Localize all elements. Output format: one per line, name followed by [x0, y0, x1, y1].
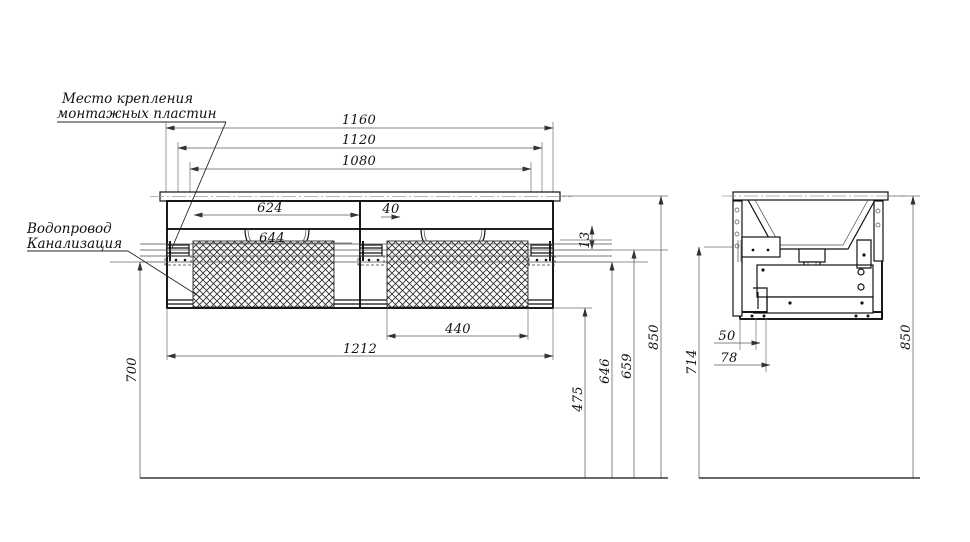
- dim-78-label: 78: [720, 351, 737, 366]
- dim-624-label: 624: [257, 201, 283, 216]
- dim-646-label: 646: [598, 358, 613, 384]
- dim-1080-label: 1080: [342, 154, 376, 169]
- plumbing-lines: [140, 243, 612, 263]
- dim-644-label: 644: [259, 231, 285, 246]
- plumbing-line1: Водопровод: [26, 221, 112, 237]
- mounting-plates-line1: Место крепления: [61, 91, 193, 107]
- dim-700-group: 700: [110, 261, 155, 478]
- annotation-mounting-plates: Место крепления монтажных пластин: [57, 91, 227, 249]
- dim-850-front-label: 850: [647, 324, 662, 350]
- dim-475-label: 475: [571, 386, 586, 413]
- dim-644-group: 644: [196, 231, 352, 246]
- dim-1160-group: 1160: [165, 113, 554, 131]
- side-wall-rail: [732, 200, 743, 317]
- dim-440-group: 440: [386, 308, 529, 340]
- dim-700-label: 700: [125, 357, 140, 383]
- dim-714-label: 714: [685, 349, 700, 375]
- dim-1120-label: 1120: [342, 133, 376, 148]
- side-view-group: 50 78 714 850: [685, 191, 920, 479]
- dim-78-group: 78: [714, 318, 771, 372]
- dim-850-front-group: 850: [647, 195, 664, 478]
- dim-659-group: 659: [620, 249, 637, 478]
- dim-1080-group: 1080: [189, 154, 532, 172]
- front-vertical-dim-extensions: [560, 195, 668, 263]
- dim-40-group: 40: [381, 202, 401, 220]
- side-bottom-fixings: [750, 314, 870, 318]
- countertop: [150, 191, 572, 202]
- dim-850-side-label: 850: [899, 324, 914, 350]
- dim-475-group: 475: [553, 307, 592, 478]
- dim-646-group: 646: [598, 261, 615, 478]
- dim-13-group: 13: [578, 225, 595, 250]
- mounting-plates-line2: монтажных пластин: [57, 106, 217, 122]
- dim-40-label: 40: [381, 202, 399, 217]
- dim-50-label: 50: [718, 329, 735, 344]
- side-drawer-upper: [756, 264, 874, 298]
- dim-1160-label: 1160: [342, 113, 376, 128]
- side-countertop: [722, 191, 906, 201]
- plumbing-line2: Канализация: [26, 236, 122, 252]
- side-plumbing-box: [737, 236, 781, 262]
- dim-50-group: 50: [714, 318, 761, 350]
- dim-13-label: 13: [578, 231, 593, 248]
- side-hinge-bracket: [856, 200, 884, 269]
- dim-440-label: 440: [444, 322, 471, 337]
- dim-624-group: 624: [193, 201, 360, 218]
- annotation-plumbing: Водопровод Канализация: [26, 221, 201, 298]
- drawer-panel-right: [386, 240, 529, 308]
- dim-1212-group: 1212: [166, 308, 554, 360]
- dim-1120-group: 1120: [177, 133, 543, 151]
- dim-659-label: 659: [620, 353, 635, 379]
- drawer-panel-left: [192, 240, 335, 308]
- front-view-group: 1160 1120 1080: [110, 113, 668, 479]
- dim-1212-label: 1212: [343, 342, 377, 357]
- dim-850-side-group: 850: [888, 195, 920, 478]
- dim-714-group: 714: [685, 246, 733, 478]
- side-drawer-lower: [753, 287, 874, 314]
